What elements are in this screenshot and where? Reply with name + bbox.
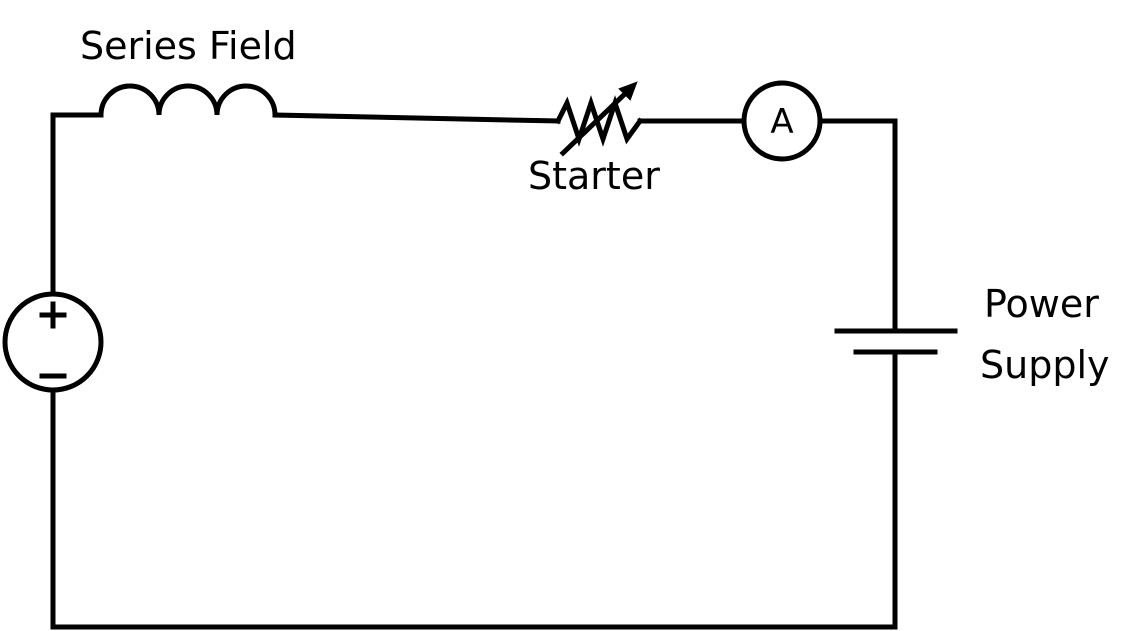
wire-left-top	[50, 112, 104, 295]
power-supply-battery	[834, 328, 958, 355]
wire-field-to-starter	[272, 112, 561, 124]
ammeter-label: A	[770, 102, 793, 142]
wire-ammeter-to-supply	[818, 118, 898, 334]
ammeter-circle-icon	[741, 80, 823, 162]
power-supply-label-line1: Power	[984, 282, 1099, 326]
ammeter: A	[741, 80, 823, 162]
starter-label: Starter	[528, 154, 660, 198]
voltage-source	[2, 291, 104, 393]
inductor-coil-icon	[98, 83, 278, 118]
wire-bottom-loop	[50, 349, 898, 630]
variable-arrow-head-icon	[618, 81, 638, 101]
power-supply-label-line2: Supply	[980, 343, 1110, 387]
starter-variable-resistor	[554, 81, 644, 157]
wires	[50, 112, 898, 630]
voltage-source-circle-icon	[2, 291, 104, 393]
series-field-inductor	[98, 83, 278, 118]
variable-arrow-line	[559, 85, 634, 157]
series-field-label: Series Field	[80, 24, 297, 68]
